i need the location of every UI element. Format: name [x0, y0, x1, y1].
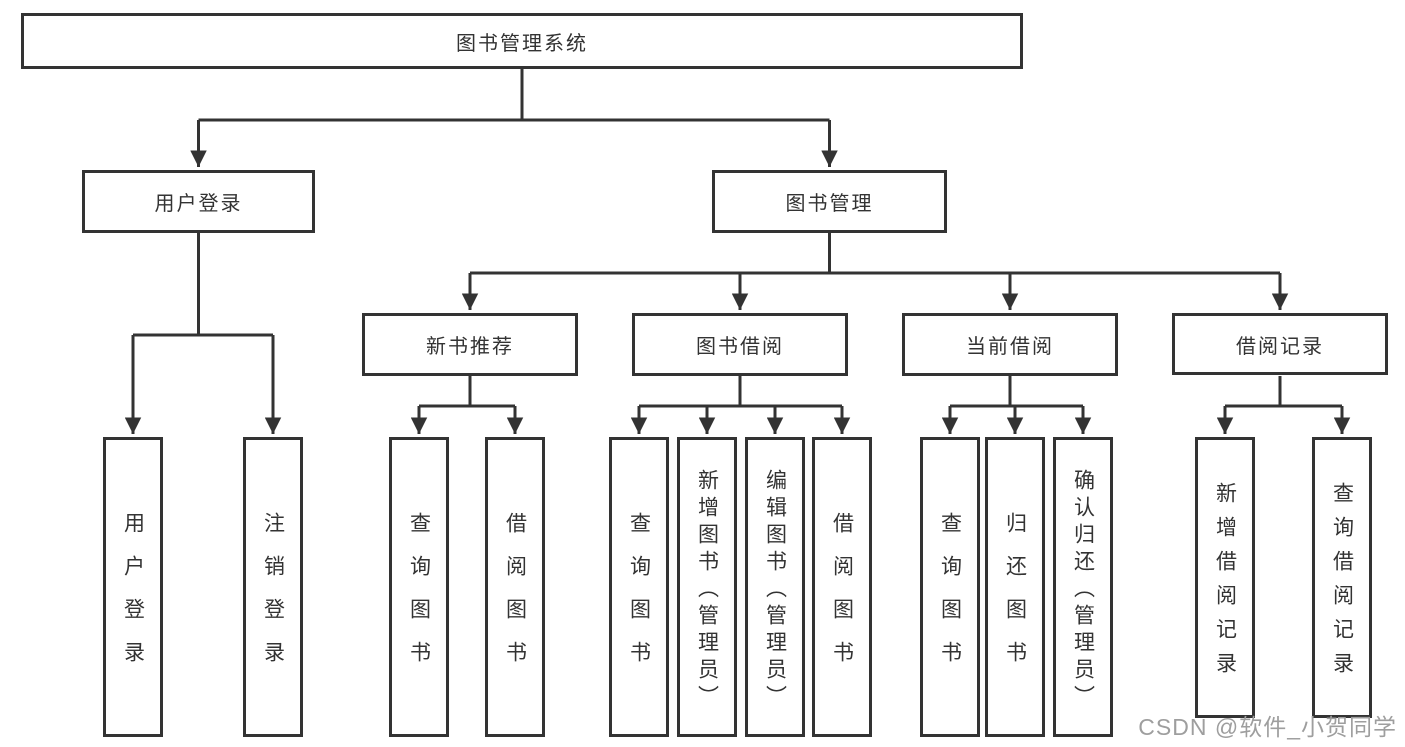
leaf-confirm-return-admin: 确认归还（管理员）	[1053, 437, 1113, 737]
leaf-query-books-current: 查询图书	[920, 437, 980, 737]
branch-book-management: 图书管理	[712, 170, 947, 233]
module-book-borrowing: 图书借阅	[632, 313, 848, 376]
leaf-user-login: 用户登录	[103, 437, 163, 737]
leaf-borrow-books-label: 借阅图书	[830, 512, 854, 684]
leaf-edit-book-admin: 编辑图书（管理员）	[745, 437, 805, 737]
leaf-borrow-books-recommend-label: 借阅图书	[503, 512, 527, 684]
leaf-logout-label: 注销登录	[261, 512, 285, 684]
branch-user-login: 用户登录	[82, 170, 315, 233]
leaf-borrow-books-recommend: 借阅图书	[485, 437, 545, 737]
module-current-borrowing: 当前借阅	[902, 313, 1118, 376]
root-node-library-management-system: 图书管理系统	[21, 13, 1023, 69]
connector-arrows	[124, 120, 1351, 434]
csdn-watermark: CSDN @软件_小贺同学	[1138, 714, 1397, 740]
leaf-query-books-current-label: 查询图书	[938, 512, 962, 684]
leaf-confirm-return-admin-label: 确认归还（管理员）	[1071, 468, 1095, 712]
leaf-add-book-admin: 新增图书（管理员）	[677, 437, 737, 737]
leaf-query-books-recommend: 查询图书	[389, 437, 449, 737]
connector-stems	[133, 69, 1342, 408]
leaf-query-borrow-record-label: 查询借阅记录	[1330, 482, 1354, 686]
leaf-query-books-borrowing-label: 查询图书	[627, 512, 651, 684]
leaf-return-books: 归还图书	[985, 437, 1045, 737]
leaf-logout: 注销登录	[243, 437, 303, 737]
module-new-book-recommendation: 新书推荐	[362, 313, 578, 376]
leaf-edit-book-admin-label: 编辑图书（管理员）	[763, 468, 787, 712]
leaf-query-borrow-record: 查询借阅记录	[1312, 437, 1372, 718]
leaf-query-books-borrowing: 查询图书	[609, 437, 669, 737]
leaf-user-login-label: 用户登录	[121, 512, 145, 684]
leaf-borrow-books: 借阅图书	[812, 437, 872, 737]
leaf-add-borrow-record-label: 新增借阅记录	[1213, 482, 1237, 686]
leaf-query-books-recommend-label: 查询图书	[407, 512, 431, 684]
leaf-add-borrow-record: 新增借阅记录	[1195, 437, 1255, 718]
leaf-return-books-label: 归还图书	[1003, 512, 1027, 684]
leaf-add-book-admin-label: 新增图书（管理员）	[695, 468, 719, 712]
module-borrow-records: 借阅记录	[1172, 313, 1388, 375]
